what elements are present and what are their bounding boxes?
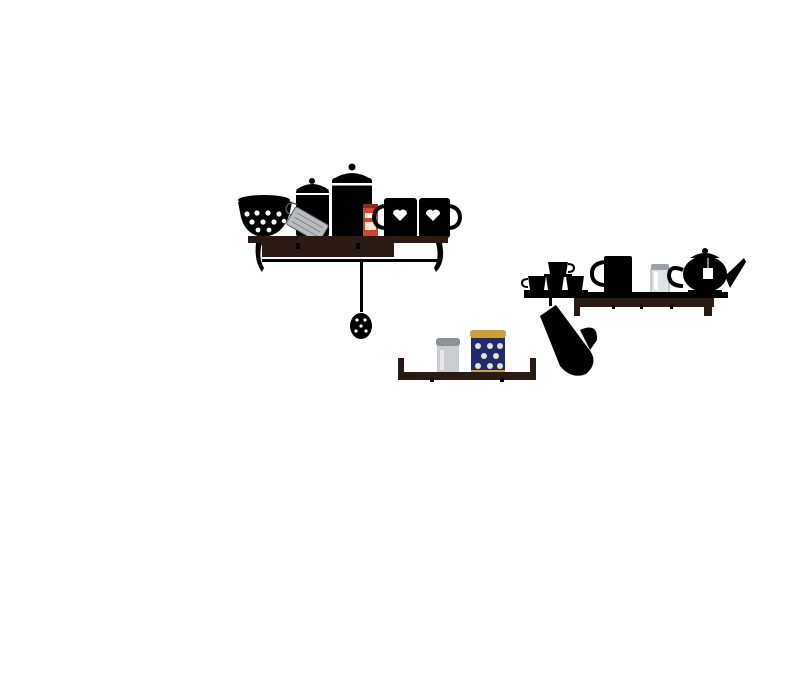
heart-mug-icon bbox=[371, 198, 417, 238]
stacked-cups-icon bbox=[520, 262, 588, 293]
left-shelf-group bbox=[238, 163, 463, 339]
polka-dot-bowl-icon bbox=[238, 195, 292, 237]
glass-shaker-icon bbox=[650, 264, 670, 295]
bottom-shelf-group bbox=[398, 330, 536, 382]
right-shelf-group bbox=[520, 248, 746, 376]
tall-canister-icon bbox=[332, 163, 372, 238]
slotted-spoon-icon bbox=[350, 262, 372, 339]
left-shelf-board bbox=[248, 236, 448, 272]
oven-mitt-icon bbox=[540, 296, 598, 376]
heart-mug-icon bbox=[419, 198, 463, 238]
bottom-shelf-board bbox=[398, 358, 536, 382]
mug-icon bbox=[589, 256, 632, 294]
salt-shaker-icon bbox=[436, 338, 460, 374]
patterned-tea-tin-icon bbox=[470, 330, 506, 374]
grater-icon bbox=[285, 202, 329, 243]
right-shelf-board bbox=[524, 292, 728, 316]
teapot-icon bbox=[666, 248, 746, 294]
